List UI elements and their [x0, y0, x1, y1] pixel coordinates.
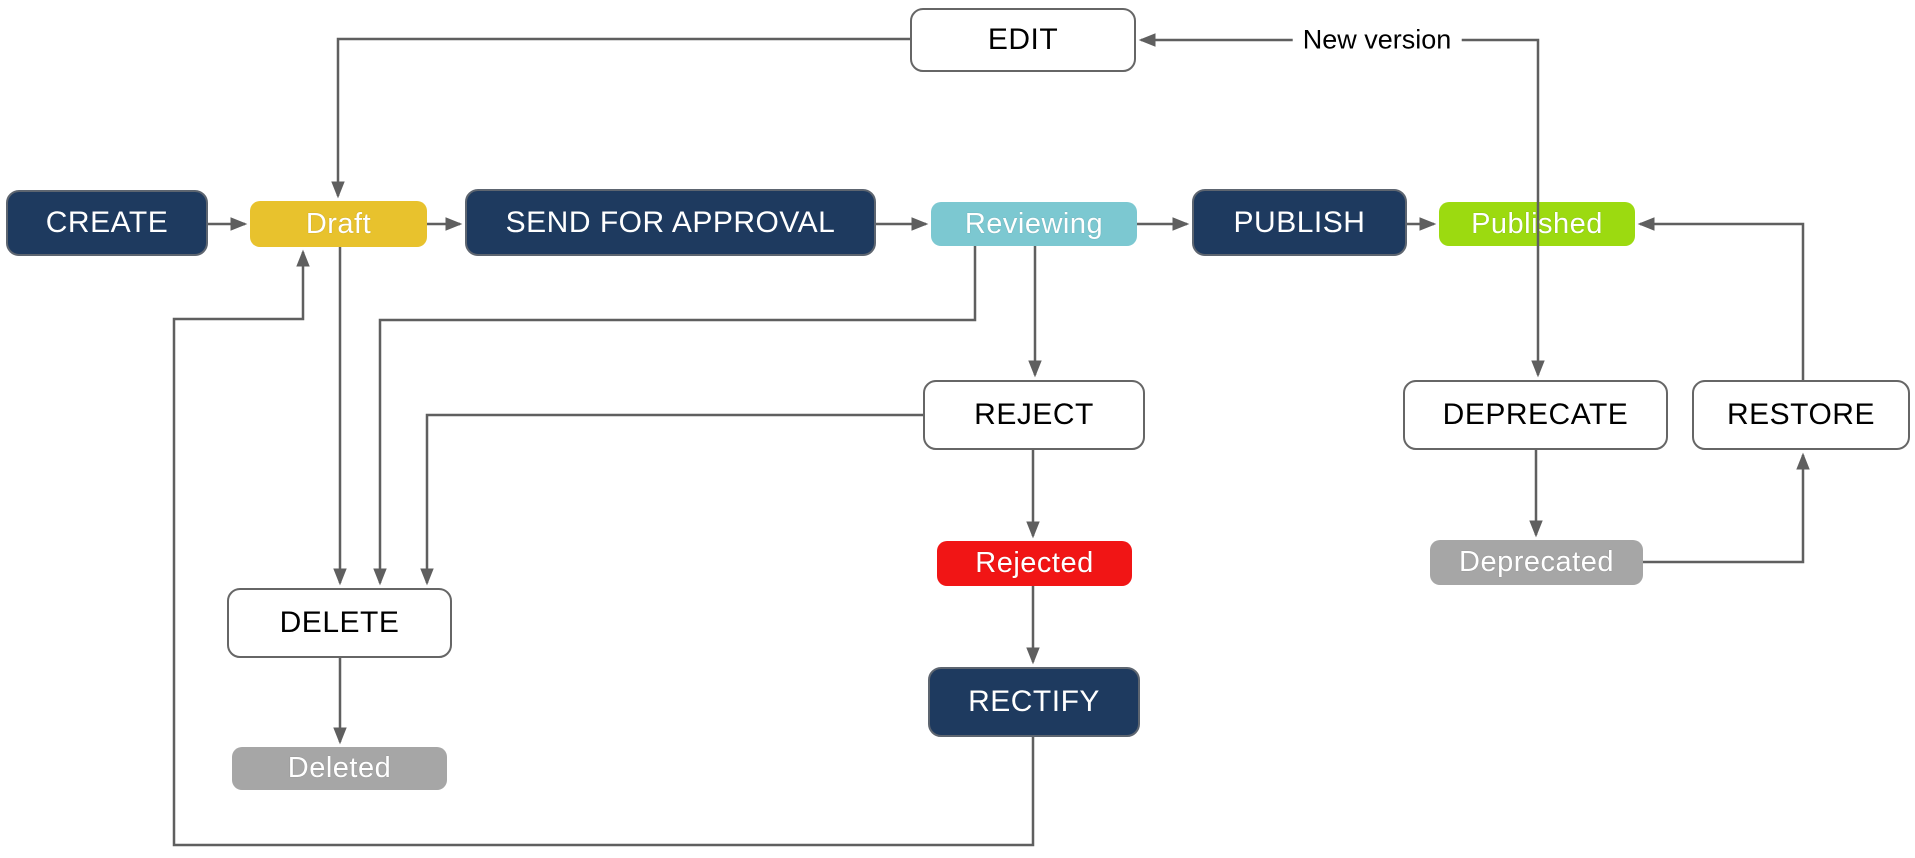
node-reviewing: Reviewing [931, 202, 1137, 246]
node-reject: REJECT [923, 380, 1145, 450]
node-rejected: Rejected [937, 541, 1132, 586]
node-edit: EDIT [910, 8, 1136, 72]
node-rectify: RECTIFY [928, 667, 1140, 737]
node-publish: PUBLISH [1192, 189, 1407, 256]
node-delete: DELETE [227, 588, 452, 658]
node-published: Published [1439, 202, 1635, 246]
node-draft: Draft [250, 201, 427, 247]
node-send: SEND FOR APPROVAL [465, 189, 876, 256]
node-deleted: Deleted [232, 747, 447, 790]
node-deprecate: DEPRECATE [1403, 380, 1668, 450]
node-create: CREATE [6, 190, 208, 256]
node-deprecated: Deprecated [1430, 540, 1643, 585]
node-restore: RESTORE [1692, 380, 1910, 450]
